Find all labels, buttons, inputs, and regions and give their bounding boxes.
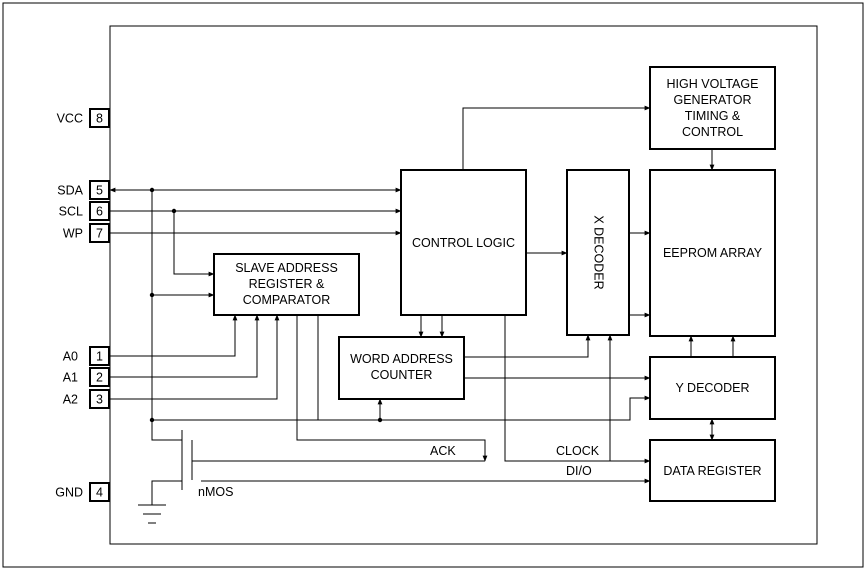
- dio-label: DI/O: [566, 464, 592, 478]
- ctrl-to-hv: [462, 105, 651, 170]
- pin-label: VCC: [57, 112, 83, 126]
- ack-line: [296, 315, 488, 462]
- pin-label: A2: [63, 393, 78, 407]
- pin-wp: 7 WP: [63, 223, 110, 243]
- pin-number: 8: [96, 112, 103, 126]
- pin-label: SCL: [59, 205, 83, 219]
- pin-number: 4: [96, 486, 103, 500]
- block-label-line: REGISTER &: [249, 277, 325, 291]
- pin-label: WP: [63, 227, 83, 241]
- data-register-block: DATA REGISTER: [649, 439, 776, 502]
- pin-number: 6: [96, 205, 103, 219]
- pin-number: 2: [96, 371, 103, 385]
- word-to-xdecoder: [464, 334, 591, 358]
- high-voltage-generator-block: HIGH VOLTAGE GENERATOR TIMING & CONTROL: [649, 66, 776, 150]
- pin-gnd: 4 GND: [55, 482, 110, 502]
- chip-body: [109, 25, 818, 545]
- block-label-line: HIGH VOLTAGE: [667, 77, 759, 91]
- pin-vcc: 8 VCC: [57, 108, 110, 128]
- pin-label: A0: [63, 350, 78, 364]
- a1-line: [110, 314, 260, 378]
- pin-number: 7: [96, 227, 103, 241]
- nmos-transistor: nMOS: [138, 420, 485, 524]
- pin-label: GND: [55, 486, 83, 500]
- block-label-line: COMPARATOR: [243, 293, 331, 307]
- pin-number: 1: [96, 350, 103, 364]
- block-label-line: GENERATOR: [673, 93, 751, 107]
- y-decoder-block: Y DECODER: [649, 356, 776, 420]
- ack-label: ACK: [430, 444, 456, 458]
- block-label-line: WORD ADDRESS: [350, 352, 453, 366]
- slave-address-register-block: SLAVE ADDRESS REGISTER & COMPARATOR: [213, 253, 360, 316]
- pin-a0: 1 A0: [63, 346, 110, 366]
- word-address-counter-block: WORD ADDRESS COUNTER: [338, 336, 465, 400]
- clock-label: CLOCK: [556, 444, 600, 458]
- pin-label: A1: [63, 371, 78, 385]
- a0-line: [110, 314, 238, 357]
- eeprom-array-block: EEPROM ARRAY: [649, 169, 776, 337]
- pin-a2: 3 A2: [63, 389, 110, 409]
- block-label-line: COUNTER: [371, 368, 433, 382]
- x-decoder-block: X DECODER: [566, 169, 630, 336]
- block-label: EEPROM ARRAY: [663, 246, 763, 260]
- nmos-label: nMOS: [198, 485, 233, 499]
- pin-number: 5: [96, 184, 103, 198]
- pin-a1: 2 A1: [63, 367, 110, 387]
- block-label-line: CONTROL: [682, 125, 743, 139]
- block-label-line: TIMING &: [685, 109, 741, 123]
- pin-label: SDA: [57, 184, 83, 198]
- control-logic-block: CONTROL LOGIC: [400, 169, 527, 316]
- pin-sda: 5 SDA: [57, 180, 110, 200]
- block-label: DATA REGISTER: [663, 464, 761, 478]
- scl-to-slave: [173, 211, 215, 277]
- block-label: X DECODER: [592, 215, 606, 289]
- block-label: CONTROL LOGIC: [412, 236, 515, 250]
- sda-to-ydecoder: [152, 395, 651, 421]
- pin-number: 3: [96, 393, 103, 407]
- pin-scl: 6 SCL: [59, 201, 110, 221]
- block-label-line: SLAVE ADDRESS: [235, 261, 338, 275]
- clock-line: [504, 315, 651, 464]
- wires: [109, 105, 736, 484]
- block-label: Y DECODER: [675, 381, 749, 395]
- a2-line: [110, 314, 280, 400]
